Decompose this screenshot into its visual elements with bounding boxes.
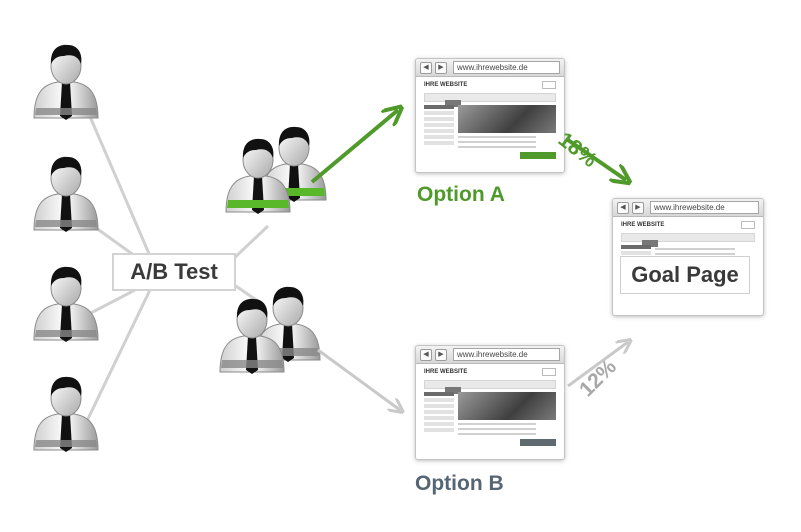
site-menu	[424, 93, 556, 107]
site-menu	[424, 380, 556, 394]
site-content	[424, 105, 556, 159]
ab-test-label: A/B Test	[112, 253, 236, 291]
site-search-box	[542, 81, 556, 89]
back-arrow-icon: ◀	[420, 348, 432, 361]
hero-image	[458, 105, 556, 133]
arrow-b-to-goal	[567, 342, 628, 388]
url-field: www.ihrewebsite.de	[650, 201, 759, 214]
url-field: www.ihrewebsite.de	[453, 61, 560, 74]
back-arrow-icon: ◀	[420, 61, 432, 74]
forward-arrow-icon: ▶	[632, 201, 644, 214]
connector-line-4	[83, 289, 152, 426]
connector-line-5	[228, 224, 270, 264]
option-b-browser: ◀ ▶ www.ihrewebsite.de IHRE WEBSITE	[415, 345, 565, 460]
hero-image	[458, 392, 556, 420]
person-icon-4	[33, 376, 99, 453]
forward-arrow-icon: ▶	[435, 61, 447, 74]
option-a-label: Option A	[417, 183, 505, 206]
site-title: IHRE WEBSITE	[424, 369, 468, 375]
back-arrow-icon: ◀	[617, 201, 629, 214]
site-content	[424, 392, 556, 446]
connector-line-3	[84, 288, 136, 318]
download-button	[520, 152, 556, 159]
person-group-a-icon	[225, 126, 327, 215]
forward-arrow-icon: ▶	[435, 348, 447, 361]
connector-line-1	[83, 104, 152, 257]
site-title: IHRE WEBSITE	[424, 82, 468, 88]
person-icon-2	[33, 156, 99, 233]
browser-toolbar: ◀ ▶ www.ihrewebsite.de	[416, 346, 564, 364]
url-field: www.ihrewebsite.de	[453, 348, 560, 361]
arrow-a-to-goal	[566, 138, 626, 180]
site-search-box	[741, 221, 755, 229]
option-a-browser: ◀ ▶ www.ihrewebsite.de IHRE WEBSITE	[415, 58, 565, 173]
browser-toolbar: ◀ ▶ www.ihrewebsite.de	[613, 199, 763, 217]
browser-toolbar: ◀ ▶ www.ihrewebsite.de	[416, 59, 564, 77]
site-menu	[621, 233, 755, 247]
option-b-label: Option B	[415, 472, 504, 495]
download-button	[520, 439, 556, 446]
site-search-box	[542, 368, 556, 376]
goal-page-label: Goal Page	[620, 256, 750, 294]
person-icon-1	[33, 44, 99, 121]
person-icon-3	[33, 266, 99, 343]
person-group-b-icon	[219, 286, 321, 375]
site-title: IHRE WEBSITE	[621, 222, 665, 228]
arrow-to-option-a	[310, 110, 398, 184]
arrow-to-option-b	[317, 348, 400, 410]
